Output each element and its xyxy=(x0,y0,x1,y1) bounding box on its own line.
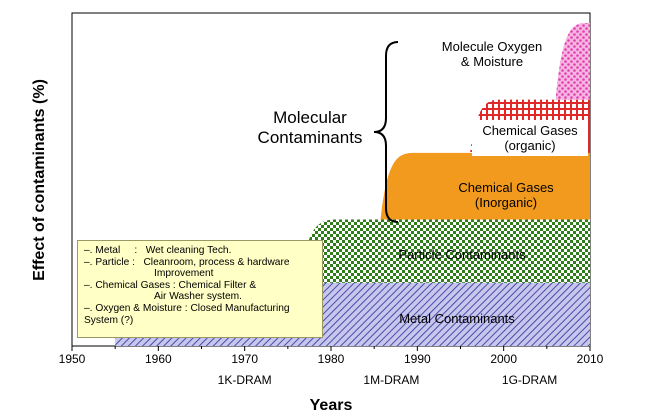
legend-line: –. Particle : Cleanroom, process & hardw… xyxy=(84,256,290,268)
x-tick-label-2000: 2000 xyxy=(490,352,517,366)
organic-label-bg xyxy=(472,120,588,156)
legend-line: System (?) xyxy=(84,314,134,326)
label-inorganic-2: (Inorganic) xyxy=(475,195,537,210)
label-oxygen-1: Molecule Oxygen xyxy=(442,39,542,54)
label-particle: Particle Contaminants xyxy=(398,247,526,262)
x-tick-label-1970: 1970 xyxy=(231,352,258,366)
x-tick-label-1980: 1980 xyxy=(318,352,345,366)
legend-line: –. Chemical Gases : Chemical Filter & xyxy=(84,279,257,291)
group-label-2: Contaminants xyxy=(258,128,363,147)
label-inorganic-1: Chemical Gases xyxy=(458,180,554,195)
y-axis-title: Effect of contaminants (%) xyxy=(31,79,48,281)
dram-label-1m-dram: 1M-DRAM xyxy=(363,373,419,387)
dram-label-1k-dram: 1K-DRAM xyxy=(218,373,272,387)
legend-box: –. Metal : Wet cleaning Tech.–. Particle… xyxy=(77,240,323,338)
dram-label-1g-dram: 1G-DRAM xyxy=(502,373,557,387)
x-axis-title: Years xyxy=(310,397,353,414)
legend-line: Air Washer system. xyxy=(154,291,242,303)
label-organic-1: Chemical Gases xyxy=(482,123,578,138)
label-oxygen-2: & Moisture xyxy=(461,54,523,69)
legend-line: Improvement xyxy=(154,268,214,280)
x-tick-label-1950: 1950 xyxy=(59,352,86,366)
group-label-1: Molecular xyxy=(273,108,347,127)
label-metal: Metal Contaminants xyxy=(399,311,515,326)
x-tick-label-1960: 1960 xyxy=(145,352,172,366)
curly-brace xyxy=(373,41,399,223)
legend-line: –. Metal : Wet cleaning Tech. xyxy=(84,245,232,256)
legend-line: –. Oxygen & Moisture : Closed Manufactur… xyxy=(84,302,290,314)
label-organic-2: (organic) xyxy=(504,138,555,153)
x-tick-label-2010: 2010 xyxy=(577,352,604,366)
x-tick-label-1990: 1990 xyxy=(404,352,431,366)
